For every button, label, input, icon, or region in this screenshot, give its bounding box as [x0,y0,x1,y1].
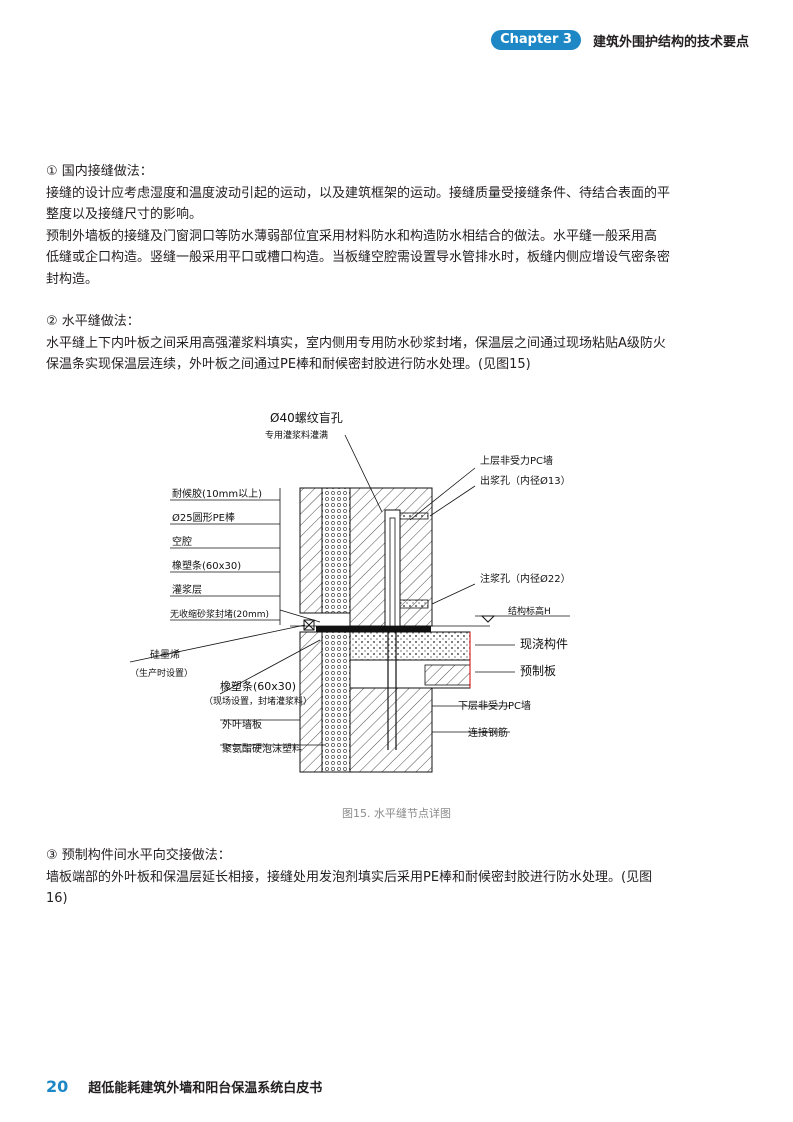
figure-caption: 图15. 水平缝节点详图 [342,807,451,820]
label-cast-in-place: 现浇构件 [520,636,568,651]
label-grout-fill: 专用灌浆料灌满 [265,429,328,441]
label-rubber-strip-2: 橡塑条(60x30) [220,679,296,693]
paragraph-line: 封构造。 [46,271,99,287]
label-threaded-hole: Ø40螺纹盲孔 [270,410,343,425]
section-1: ① 国内接缝做法： 接缝的设计应考虑湿度和温度波动引起的运动，以及建筑框架的运动… [46,161,706,290]
label-upper-wall: 上层非受力PC墙 [480,454,553,467]
lower-inner-leaf [349,687,433,773]
grout-layer [316,626,431,632]
paragraph-line: 低缝或企口构造。竖缝一般采用平口或槽口构造。当板缝空腔需设置导水管排水时，板缝内… [46,250,671,265]
label-silicone-foam: 硅墨烯 [150,648,180,661]
label-mortar: 无收缩砂浆封堵(20mm) [170,608,269,620]
label-grout-layer: 灌浆层 [172,583,202,596]
page-footer: 20 超低能耗建筑外墙和阳台保温系统白皮书 [46,1077,322,1096]
label-onsite-set: （现场设置，封堵灌浆料） [204,695,312,707]
page-number: 20 [46,1077,69,1096]
paragraph-line: 接缝的设计应考虑湿度和温度波动引起的运动，以及建筑框架的运动。接缝质量受接缝条件… [46,185,671,201]
paragraph-line: 墙板端部的外叶板和保温层延长相接，接缝处用发泡剂填实后采用PE棒和耐候密封胶进行… [46,869,653,885]
paragraph-line: 整度以及接缝尺寸的影响。 [46,207,203,222]
paragraph-line: 16) [46,891,68,906]
cast-in-place-slab [349,631,471,661]
upper-outer-leaf [299,487,323,614]
label-pe-rod: Ø25圆形PE棒 [172,511,235,524]
joint-detail-drawing: Ø40螺纹盲孔 专用灌浆料灌满 上层非受力PC墙 出浆孔（内径Ø13） 注浆孔（… [129,410,571,773]
lower-insulation [321,631,351,773]
section-2: ② 水平缝做法： 水平缝上下内叶板之间采用高强灌浆料填实，室内侧用专用防水砂浆封… [46,311,706,376]
chapter-badge: Chapter 3 [491,30,581,50]
label-precast: 预制板 [520,664,556,678]
section-heading: ③ 预制构件间水平向交接做法： [46,848,231,863]
paragraph-line: 水平缝上下内叶板之间采用高强灌浆料填实，室内侧用专用防水砂浆封堵，保温层之间通过… [46,335,666,351]
paragraph-line: 预制外墙板的接缝及门窗洞口等防水薄弱部位宜采用材料防水和构造防水相结合的做法。水… [46,228,658,244]
paragraph-line: 保温条实现保温层连续，外叶板之间通过PE棒和耐候密封胶进行防水处理。(见图15) [46,357,531,372]
label-factory-set: （生产时设置） [130,667,193,679]
label-rubber-strip: 橡塑条(60x30) [172,559,241,572]
label-elevation: 结构标高H [508,605,551,617]
label-insulation: 聚氨酯硬泡沫塑料 [222,742,302,755]
chapter-title: 建筑外围护结构的技术要点 [592,34,749,50]
document-title: 超低能耗建筑外墙和阳台保温系统白皮书 [88,1081,323,1096]
upper-insulation [321,487,351,614]
page-header: Chapter 3 建筑外围护结构的技术要点 [491,30,749,50]
label-rebar: 连接钢筋 [468,726,508,739]
section-3: ③ 预制构件间水平向交接做法： 墙板端部的外叶板和保温层延长相接，接缝处用发泡剂… [46,845,706,910]
label-outlet-hole: 出浆孔（内径Ø13） [480,474,571,487]
section-heading: ② 水平缝做法： [46,314,140,329]
label-outer-leaf: 外叶墙板 [222,718,262,731]
label-inlet-hole: 注浆孔（内径Ø22） [480,572,571,585]
label-lower-wall: 下层非受力PC墙 [458,699,531,712]
label-sealant: 耐候胶(10mm以上) [172,487,262,500]
section-heading: ① 国内接缝做法： [46,164,153,179]
label-cavity: 空腔 [172,535,192,548]
